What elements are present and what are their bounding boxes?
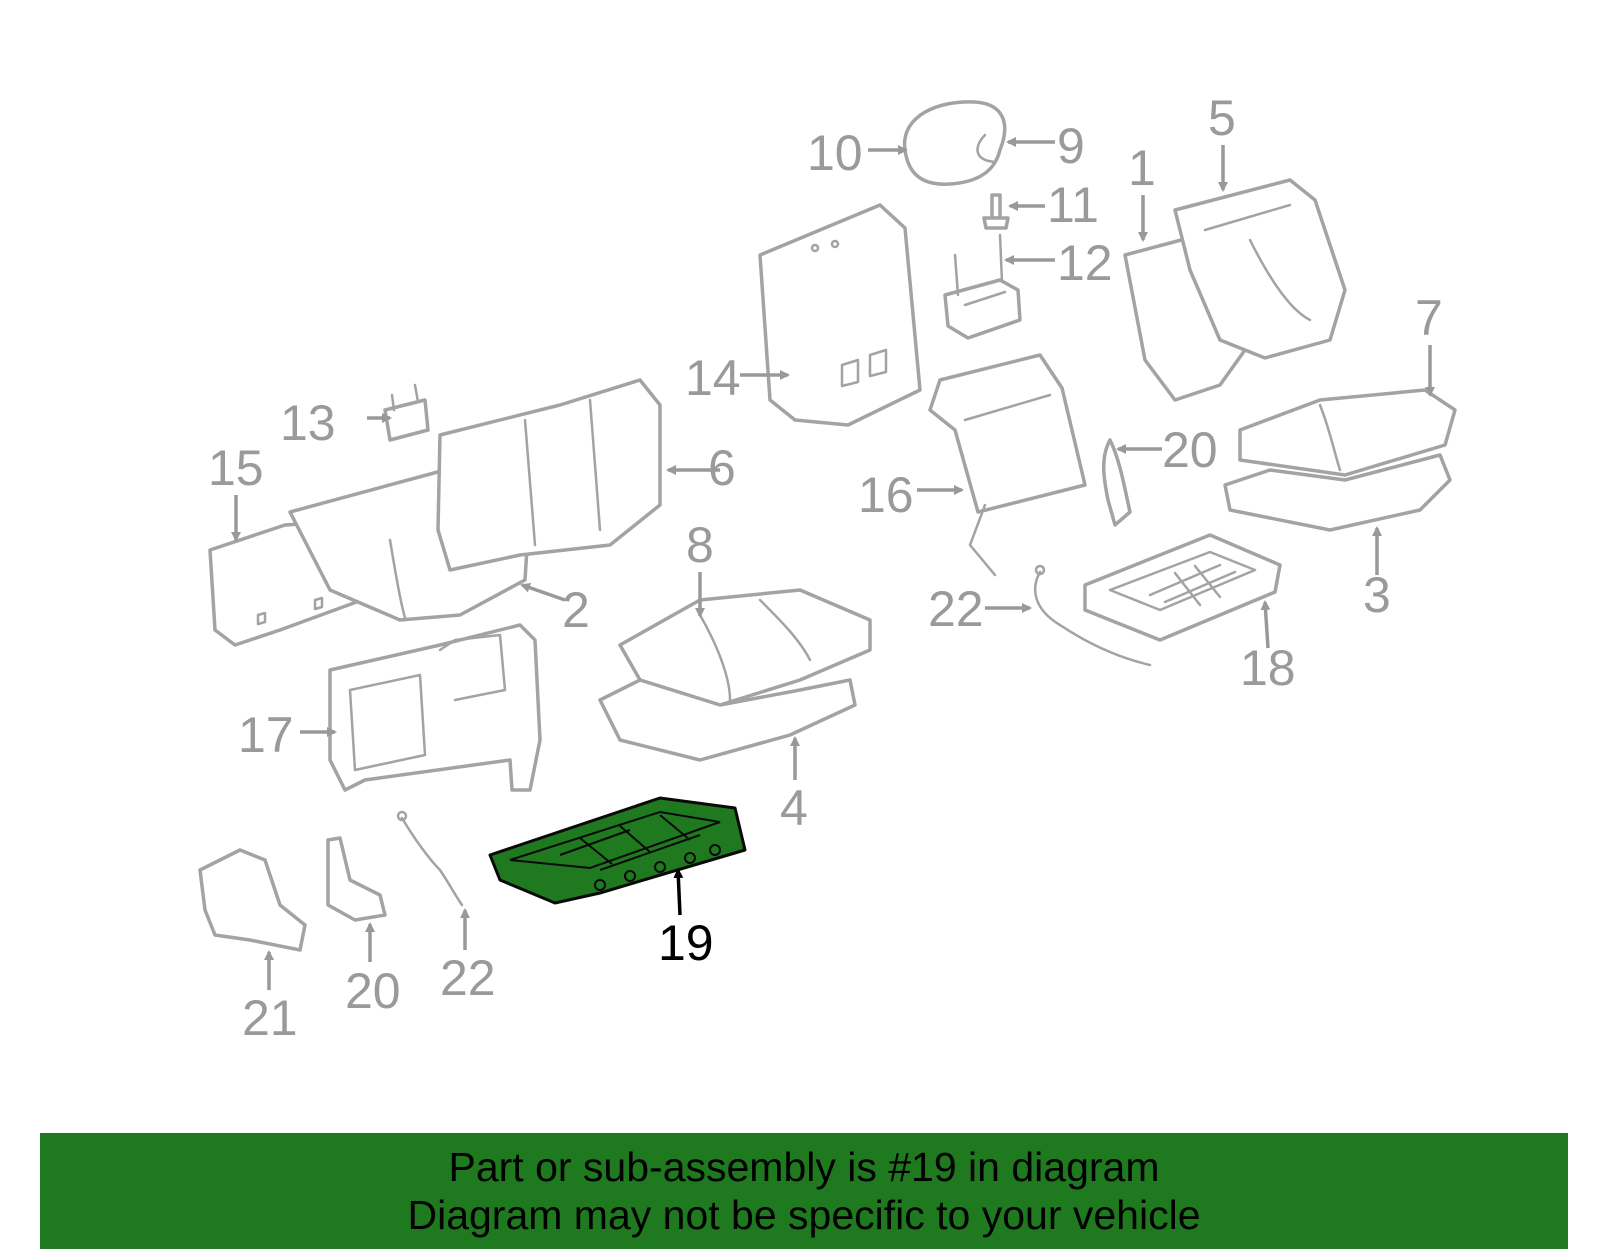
headrest-guide-part: [943, 233, 1022, 340]
leader-arrows: [231, 137, 1435, 990]
seat-bracket-cover-part: [198, 848, 307, 952]
callout-19-highlighted: 19: [658, 915, 714, 971]
callout-20-left: 20: [345, 963, 401, 1019]
callout-10: 10: [807, 125, 863, 181]
release-cable-left-part: [396, 810, 464, 907]
headrest-part: [902, 100, 1007, 186]
banner-line-part-number: Part or sub-assembly is #19 in diagram: [448, 1144, 1160, 1190]
banner-line-disclaimer: Diagram may not be specific to your vehi…: [407, 1192, 1201, 1238]
callout-20-right: 20: [1162, 422, 1218, 478]
seat-back-frame-left-part: [328, 623, 542, 792]
callout-2: 2: [562, 582, 590, 638]
callout-8: 8: [686, 517, 714, 573]
callout-13: 13: [280, 395, 336, 451]
seat-cushion-frame-right-part: [1083, 533, 1282, 642]
recliner-cover-right-part: [1102, 438, 1132, 527]
seat-cushion-pad-right-part: [1223, 453, 1452, 532]
callout-16: 16: [858, 467, 914, 523]
seat-back-panel-part: [758, 203, 922, 427]
callout-12: 12: [1057, 235, 1113, 291]
callout-22-left: 22: [440, 950, 496, 1006]
callout-9: 9: [1057, 118, 1085, 174]
seat-back-frame-part: [928, 353, 1087, 577]
seat-cushion-frame-highlighted-part[interactable]: [488, 796, 747, 905]
parts-diagram: 10 9 11 12 1 5 7 14 20 16 3 22 18 13 15 …: [198, 90, 1457, 1046]
callout-18: 18: [1240, 640, 1296, 696]
seat-cushion-cover-right-part: [1238, 388, 1457, 477]
callout-1: 1: [1128, 140, 1156, 196]
seat-cushion-pad-left-part: [598, 678, 857, 762]
callout-7: 7: [1415, 290, 1443, 346]
callout-3: 3: [1363, 567, 1391, 623]
trim-clip-part: [383, 383, 430, 442]
seat-back-pad-part: [1173, 178, 1347, 360]
seat-back-cover-left-part: [436, 378, 662, 572]
guide-pin-part: [982, 193, 1010, 230]
callout-labels: 10 9 11 12 1 5 7 14 20 16 3 22 18 13 15 …: [208, 90, 1443, 1046]
release-cable-right-part: [1033, 564, 1152, 667]
callout-15: 15: [208, 440, 264, 496]
callout-22-right: 22: [928, 581, 984, 637]
callout-4: 4: [780, 780, 808, 836]
info-banner: Part or sub-assembly is #19 in diagram D…: [40, 1133, 1568, 1249]
callout-6: 6: [708, 440, 736, 496]
callout-14: 14: [685, 350, 741, 406]
callout-5: 5: [1208, 90, 1236, 146]
callout-17: 17: [238, 707, 294, 763]
recliner-cover-left-part: [326, 836, 387, 922]
callout-11: 11: [1047, 177, 1099, 233]
callout-21: 21: [242, 990, 298, 1046]
